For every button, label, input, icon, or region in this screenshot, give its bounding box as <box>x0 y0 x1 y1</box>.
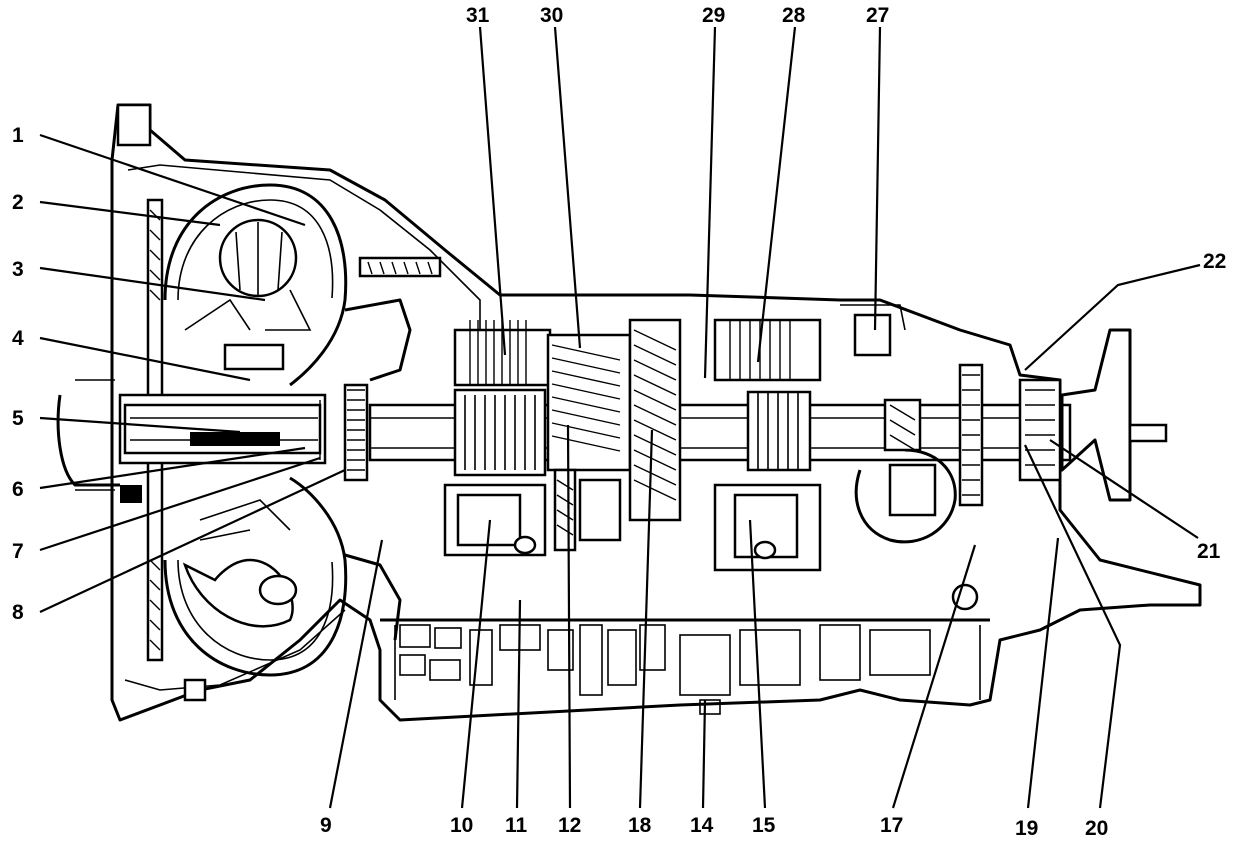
callout-10: 10 <box>450 814 473 837</box>
callout-27: 27 <box>866 4 889 27</box>
callout-12: 12 <box>558 814 581 837</box>
transmission-drawing <box>56 103 1202 722</box>
callout-28: 28 <box>782 4 806 27</box>
callout-31: 31 <box>466 4 490 27</box>
callout-17: 17 <box>880 814 903 837</box>
leader-lines <box>39 26 1201 809</box>
callout-30: 30 <box>540 4 563 27</box>
callout-22: 22 <box>1203 250 1226 273</box>
callout-15: 15 <box>752 814 776 837</box>
callout-8: 8 <box>12 601 24 624</box>
callout-29: 29 <box>702 4 725 27</box>
callout-20: 20 <box>1085 817 1108 840</box>
callout-14: 14 <box>690 814 714 837</box>
callout-7: 7 <box>12 540 24 563</box>
callout-2: 2 <box>12 191 24 214</box>
callout-9: 9 <box>320 814 332 837</box>
callout-11: 11 <box>505 814 528 837</box>
callout-1: 1 <box>12 124 24 147</box>
callout-6: 6 <box>12 478 24 501</box>
callout-3: 3 <box>12 258 24 281</box>
callout-5: 5 <box>12 407 24 430</box>
callout-labels: 1 2 3 4 5 6 7 8 9 10 11 12 18 14 15 17 1… <box>12 4 1226 840</box>
callout-4: 4 <box>12 327 24 350</box>
callout-19: 19 <box>1015 817 1038 840</box>
callout-21: 21 <box>1197 540 1221 563</box>
callout-18: 18 <box>628 814 652 837</box>
